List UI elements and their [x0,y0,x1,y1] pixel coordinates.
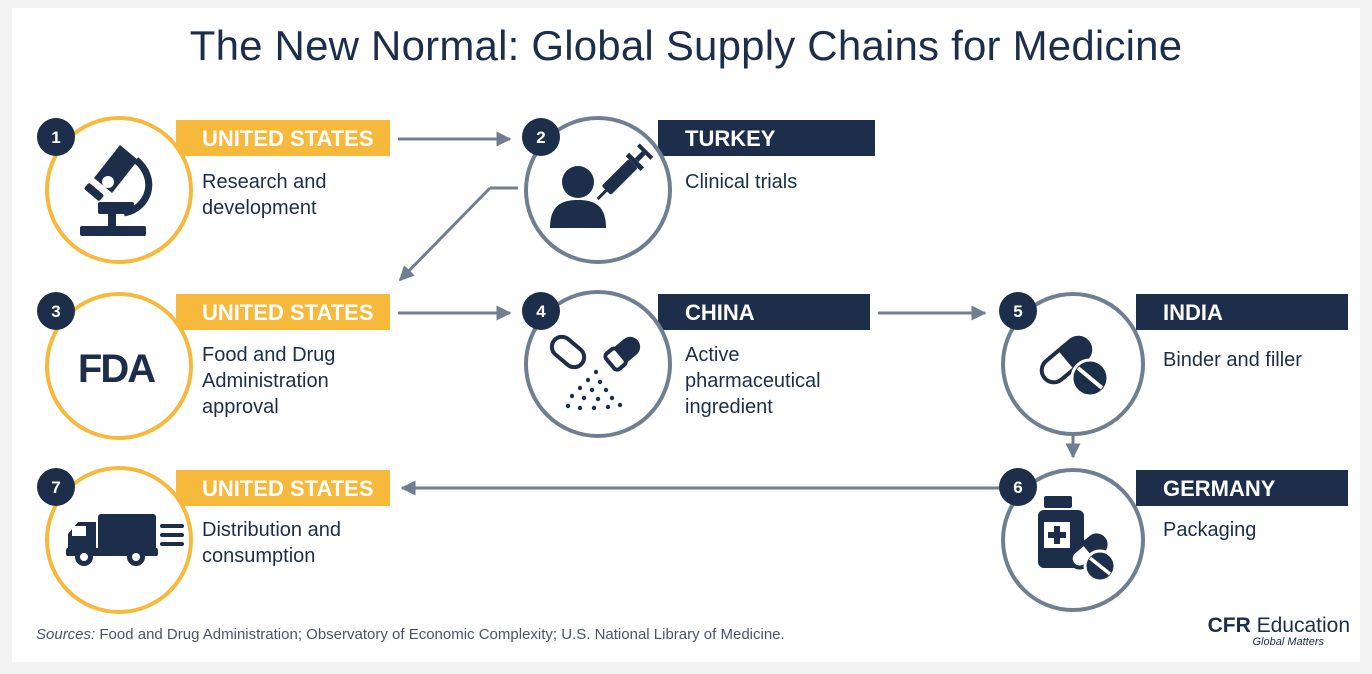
description-line-3: approval [202,396,279,418]
step-6: GERMANY Packaging 6 [999,468,1348,612]
pills-icon [1039,335,1110,398]
step-number-badge [522,292,560,330]
step-number: 5 [1013,302,1022,321]
step-number: 2 [536,128,545,147]
description-line-3: ingredient [685,396,773,418]
country-label: GERMANY [1163,476,1276,501]
medicine-bottle-icon [1038,496,1117,583]
step-number-badge [522,118,560,156]
step-number: 1 [51,128,60,147]
step-number-badge [999,292,1037,330]
step-2: TURKEY Clinical trials 2 [522,116,875,264]
country-banner [176,470,390,506]
description-line-1: Packaging [1163,519,1256,541]
description-line-1: Research and [202,171,327,193]
country-label: UNITED STATES [202,476,374,501]
country-label: TURKEY [685,126,776,151]
step-7: UNITED STATES Distribution and consumpti… [37,466,390,614]
description-line-1: Food and Drug [202,344,335,366]
brand-name: CFR Education [1190,614,1350,638]
country-banner [1136,294,1348,330]
capsule-powder-icon [549,334,641,411]
page-title: The New Normal: Global Supply Chains for… [189,22,1183,69]
step-number: 3 [51,302,60,321]
step-number-badge [999,468,1037,506]
step-3: UNITED STATES Food and Drug Administrati… [37,292,390,440]
icon-circle [45,292,193,440]
step-number: 4 [536,302,546,321]
icon-circle [524,290,672,438]
sources-label: Sources: [36,626,96,643]
step-number-badge [37,118,75,156]
description-line-1: Active [685,344,739,366]
description-line-2: pharmaceutical [685,370,821,392]
description-line-2: Administration [202,370,329,392]
patient-syringe-icon [550,143,654,228]
country-banner [1136,470,1348,506]
brand-name-bold: CFR [1207,614,1251,637]
flow-arrows [398,131,1081,496]
arrow-2-to-3-diagonal [398,186,492,282]
description-line-2: consumption [202,545,315,567]
step-1: UNITED STATES Research and development 1 [37,116,390,264]
country-label: UNITED STATES [202,300,374,325]
microscope-icon [80,145,153,236]
step-number: 7 [51,478,60,497]
sources-text: Food and Drug Administration; Observator… [99,626,785,643]
brand-tagline: Global Matters [1252,636,1324,648]
step-number-badge [37,468,75,506]
step-4: CHINA Active pharmaceutical ingredient 4 [522,290,870,438]
country-banner [176,120,390,156]
sources-note: Sources: Food and Drug Administration; O… [36,626,785,643]
country-banner [658,294,870,330]
step-number-badge [37,292,75,330]
description-line-1: Clinical trials [685,171,797,193]
description-line-1: Binder and filler [1163,349,1302,371]
country-label: CHINA [685,300,755,325]
brand-logo: CFR Education Global Matters [1190,614,1350,648]
brand-name-rest: Education [1256,614,1350,637]
step-number: 6 [1013,478,1022,497]
country-banner [176,294,390,330]
country-label: UNITED STATES [202,126,374,151]
country-banner [658,120,875,156]
country-label: INDIA [1163,300,1223,325]
description-line-1: Distribution and [202,519,341,541]
fda-logo-icon: FDA [78,347,155,391]
delivery-truck-icon [66,514,184,566]
description-line-2: development [202,197,317,219]
step-5: INDIA Binder and filler 5 [999,292,1348,436]
